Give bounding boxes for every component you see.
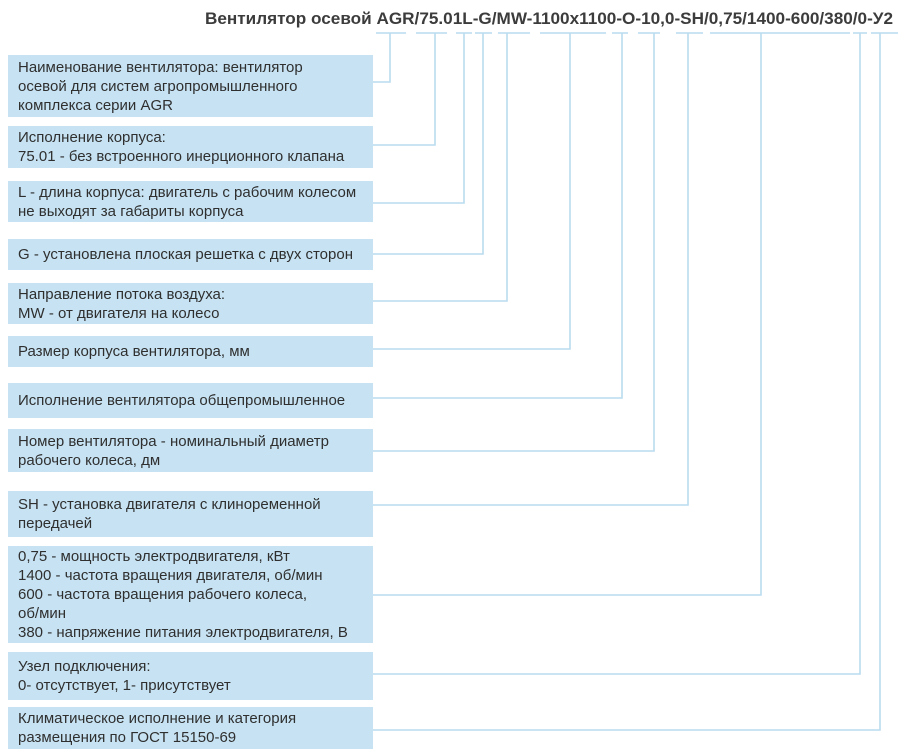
connector-line	[373, 32, 660, 452]
flat-grille-box: G - установлена плоская решетка с двух с…	[8, 239, 373, 270]
connector-line	[373, 32, 406, 83]
connector-line	[373, 32, 703, 506]
connector-line	[373, 32, 472, 204]
housing-length-box: L - длина корпуса: двигатель с рабочим к…	[8, 181, 373, 222]
designation-title: Вентилятор осевой AGR/75.01L-G/MW-1100x1…	[205, 9, 893, 28]
connector-line	[373, 32, 530, 302]
housing-size-box: Размер корпуса вентилятора, мм	[8, 336, 373, 367]
climatic-version-box: Климатическое исполнение и категория раз…	[8, 707, 373, 749]
connector-line	[373, 32, 447, 146]
connector-line	[373, 32, 492, 255]
connector-line	[373, 32, 898, 731]
motor-specs-box: 0,75 - мощность электродвигателя, кВт 14…	[8, 546, 373, 643]
connector-line	[373, 32, 606, 350]
fan-name-box: Наименование вентилятора: вентилятор осе…	[8, 55, 373, 117]
housing-version-box: Исполнение корпуса: 75.01 - без встроенн…	[8, 126, 373, 168]
connector-line	[373, 32, 628, 399]
connection-unit-box: Узел подключения: 0- отсутствует, 1- при…	[8, 652, 373, 700]
connector-line	[373, 32, 867, 675]
airflow-direction-box: Направление потока воздуха: MW - от двиг…	[8, 283, 373, 324]
fan-number-box: Номер вентилятора - номинальный диаметр …	[8, 429, 373, 472]
fan-version-box: Исполнение вентилятора общепромышленное	[8, 383, 373, 418]
connector-line	[373, 32, 850, 596]
motor-mounting-box: SH - установка двигателя с клиноременной…	[8, 491, 373, 537]
